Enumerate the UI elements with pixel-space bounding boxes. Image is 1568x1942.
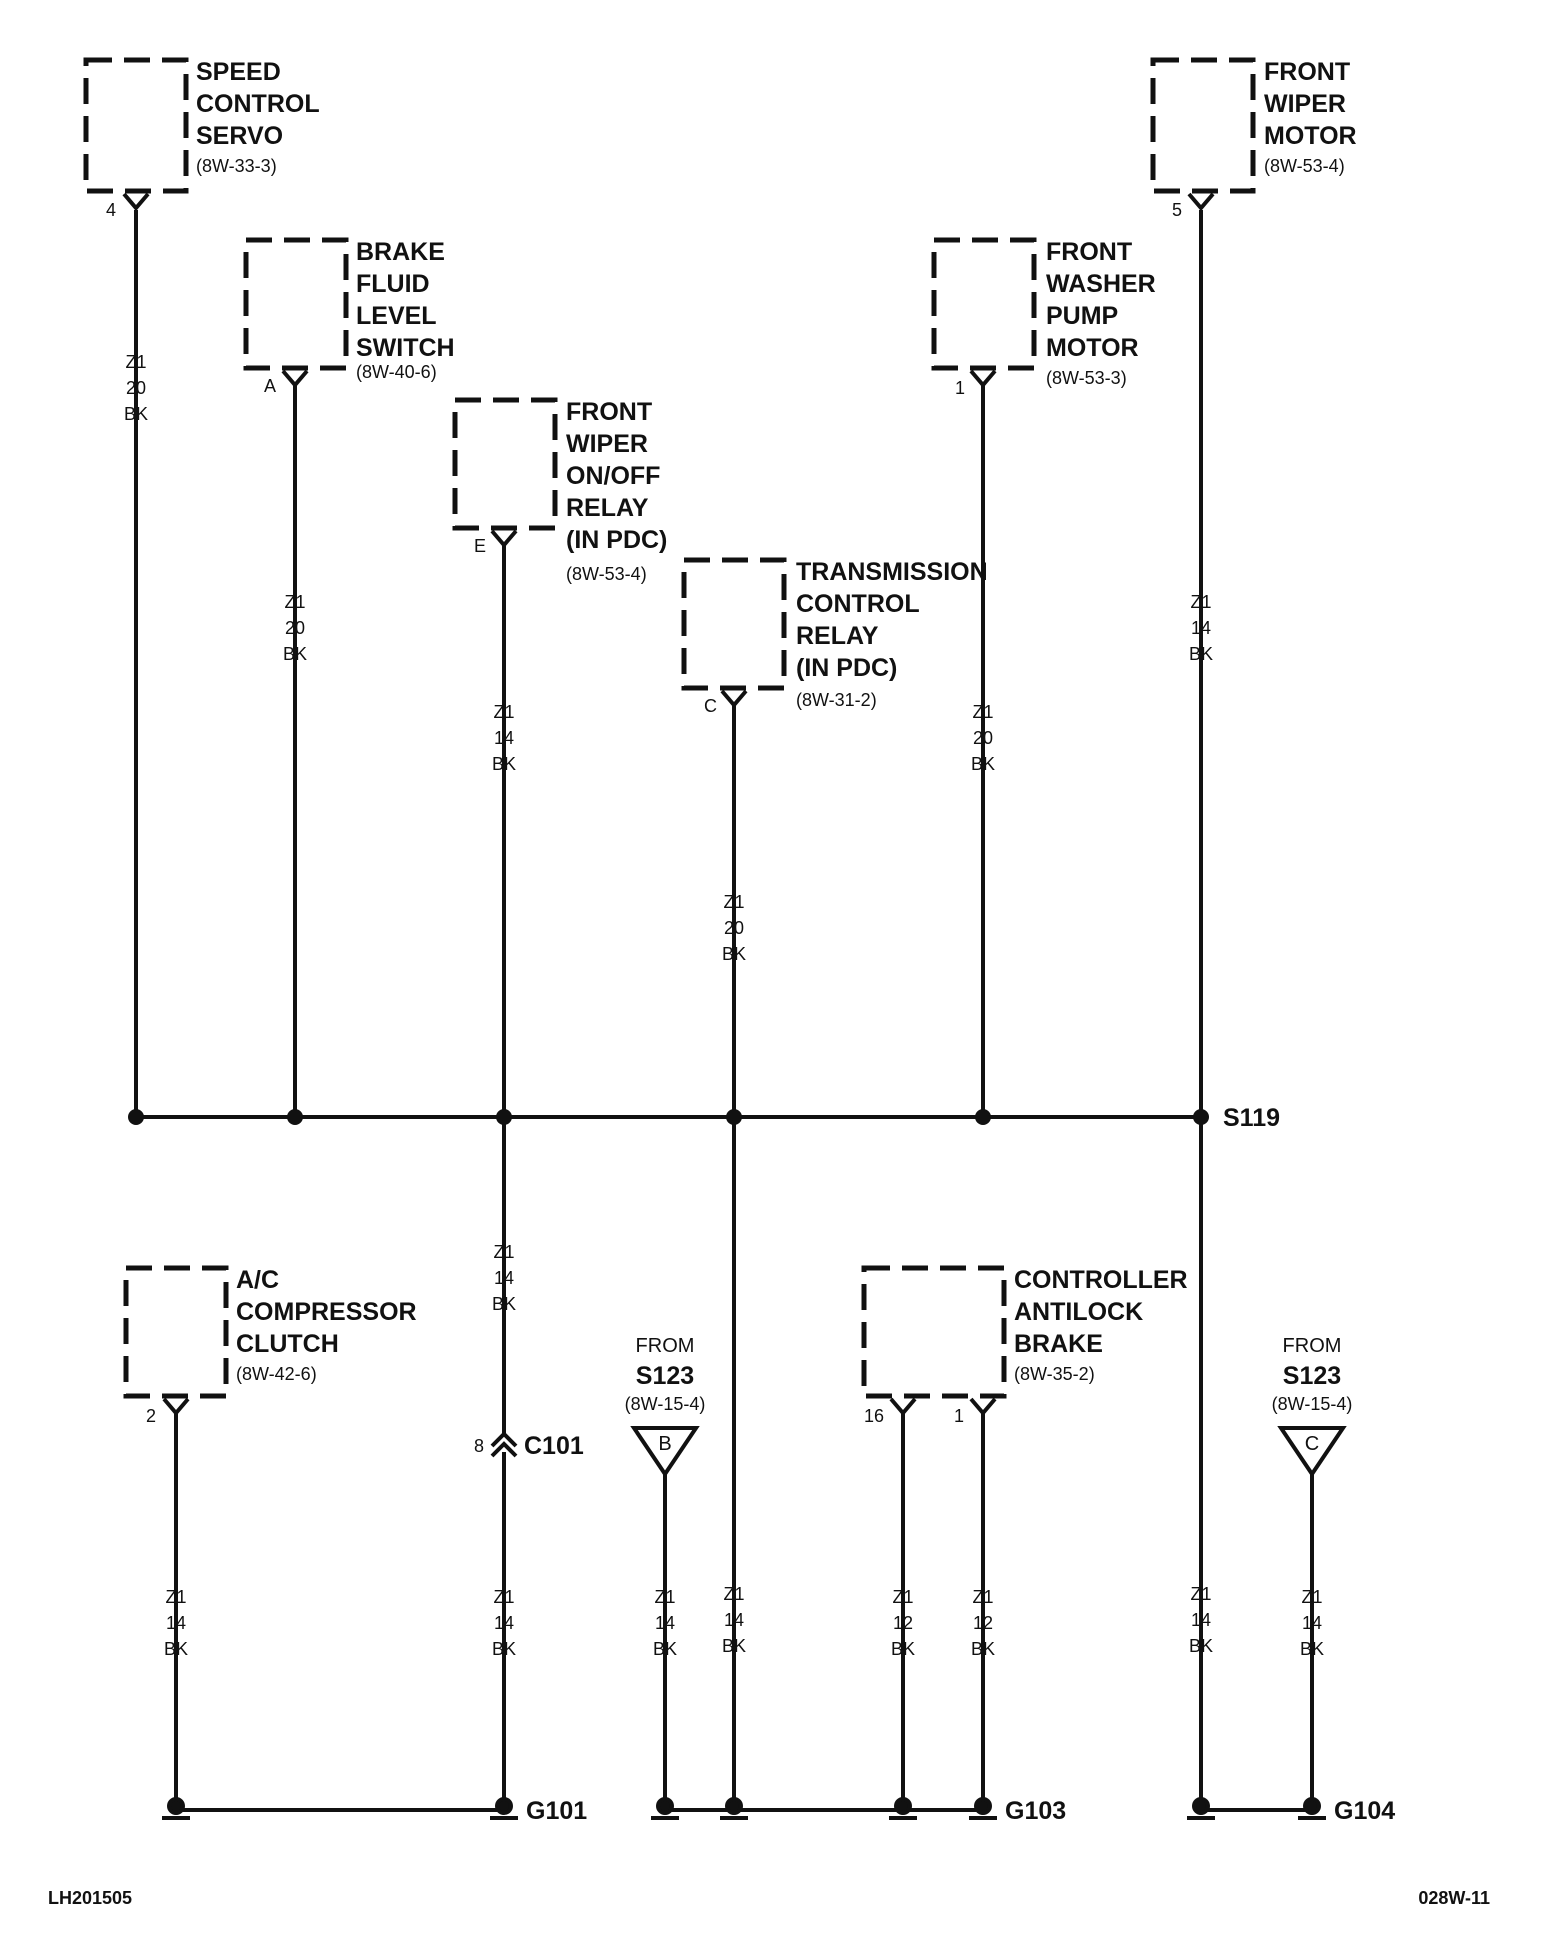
splice-dot bbox=[496, 1109, 512, 1125]
s123-b-triangle-icon bbox=[630, 1426, 700, 1478]
front-washer-pump-motor-label: FRONT WASHER PUMP MOTOR bbox=[1046, 238, 1163, 362]
splice-dot bbox=[975, 1109, 991, 1125]
brake-fluid-level-switch-box bbox=[243, 237, 349, 371]
from-label-c: FROM bbox=[1283, 1335, 1342, 1357]
pin-label: E bbox=[474, 536, 486, 556]
pin-label: C bbox=[704, 696, 717, 716]
c101-connector-symbol-lower bbox=[490, 1441, 518, 1458]
footer-left-code: LH201505 bbox=[48, 1888, 132, 1908]
c101-pin-label: 8 bbox=[474, 1436, 484, 1456]
footer-right-code: 028W-11 bbox=[1418, 1888, 1490, 1908]
pin-label: 1 bbox=[955, 378, 965, 398]
ac-compressor-clutch-label: A/C COMPRESSOR CLUTCH bbox=[236, 1266, 424, 1358]
pin-label: 2 bbox=[146, 1406, 156, 1426]
pin-label: A bbox=[264, 376, 276, 396]
from-ref-label-c: (8W-15-4) bbox=[1272, 1394, 1353, 1414]
pin-symbol-ac-clutch bbox=[162, 1397, 190, 1417]
pin-label: 1 bbox=[954, 1406, 964, 1426]
ground-terminal bbox=[969, 1797, 997, 1820]
pin-symbol-speed-servo bbox=[122, 192, 150, 212]
controller-antilock-brake-label: CONTROLLER ANTILOCK BRAKE bbox=[1014, 1266, 1195, 1358]
triangle-letter-b: B bbox=[658, 1433, 671, 1455]
ac-compressor-clutch-ref: (8W-42-6) bbox=[236, 1364, 317, 1384]
pin-symbol-brake-fluid bbox=[281, 369, 309, 389]
pin-symbol-trans-relay bbox=[720, 689, 748, 709]
transmission-control-relay-box bbox=[681, 557, 787, 691]
splice-dot bbox=[287, 1109, 303, 1125]
pin-label: 4 bbox=[106, 200, 116, 220]
front-washer-pump-motor-box bbox=[931, 237, 1037, 371]
controller-antilock-brake-box bbox=[861, 1265, 1007, 1399]
front-wiper-motor-box bbox=[1150, 57, 1256, 194]
from-splice-label-c: S123 bbox=[1283, 1362, 1341, 1390]
brake-fluid-level-switch-ref: (8W-40-6) bbox=[356, 362, 437, 382]
front-washer-pump-motor-ref: (8W-53-3) bbox=[1046, 368, 1127, 388]
speed-control-servo-label: SPEED CONTROL SERVO bbox=[196, 58, 326, 150]
speed-control-servo-box bbox=[83, 57, 189, 194]
from-splice-label-b: S123 bbox=[636, 1362, 694, 1390]
ground-terminal bbox=[720, 1797, 748, 1820]
pin-symbol-abs-16 bbox=[889, 1397, 917, 1417]
from-ref-label-b: (8W-15-4) bbox=[625, 1394, 706, 1414]
from-label-b: FROM bbox=[636, 1335, 695, 1357]
splice-dot bbox=[1193, 1109, 1209, 1125]
pin-symbol-wiper-relay bbox=[490, 529, 518, 549]
ground-terminal bbox=[889, 1797, 917, 1820]
transmission-control-relay-ref: (8W-31-2) bbox=[796, 690, 877, 710]
ac-compressor-clutch-box bbox=[123, 1265, 229, 1399]
pin-symbol-wiper-motor bbox=[1187, 192, 1215, 212]
c101-connector-symbol bbox=[490, 1431, 518, 1448]
front-wiper-onoff-relay-box bbox=[452, 397, 558, 531]
s123-c-triangle-icon bbox=[1277, 1426, 1347, 1478]
front-wiper-onoff-relay-label: FRONT WIPER ON/OFF RELAY (IN PDC) bbox=[566, 398, 667, 554]
front-wiper-motor-label: FRONT WIPER MOTOR bbox=[1264, 58, 1357, 150]
pin-symbol-abs-1 bbox=[969, 1397, 997, 1417]
pin-label: 5 bbox=[1172, 200, 1182, 220]
front-wiper-onoff-relay-ref: (8W-53-4) bbox=[566, 564, 647, 584]
ground-terminal bbox=[1187, 1797, 1215, 1820]
splice-dot bbox=[726, 1109, 742, 1125]
ground-terminal bbox=[651, 1797, 679, 1820]
c101-label: C101 bbox=[524, 1432, 584, 1460]
speed-control-servo-ref: (8W-33-3) bbox=[196, 156, 277, 176]
pin-label: 16 bbox=[864, 1406, 884, 1426]
splice-label-s119: S119 bbox=[1223, 1104, 1280, 1132]
ground-terminal bbox=[1298, 1797, 1326, 1820]
transmission-control-relay-label: TRANSMISSION CONTROL RELAY (IN PDC) bbox=[796, 558, 995, 682]
triangle-letter-c: C bbox=[1305, 1433, 1319, 1455]
pin-symbol-washer-pump bbox=[969, 369, 997, 389]
ground-label-g103: G103 bbox=[1005, 1797, 1066, 1825]
ground-label-g104: G104 bbox=[1334, 1797, 1395, 1825]
ground-label-g101: G101 bbox=[526, 1797, 587, 1825]
ground-terminal bbox=[490, 1797, 518, 1820]
splice-dot bbox=[128, 1109, 144, 1125]
ground-terminal bbox=[162, 1797, 190, 1820]
front-wiper-motor-ref: (8W-53-4) bbox=[1264, 156, 1345, 176]
controller-antilock-brake-ref: (8W-35-2) bbox=[1014, 1364, 1095, 1384]
brake-fluid-level-switch-label: BRAKE FLUID LEVEL SWITCH bbox=[356, 238, 455, 362]
